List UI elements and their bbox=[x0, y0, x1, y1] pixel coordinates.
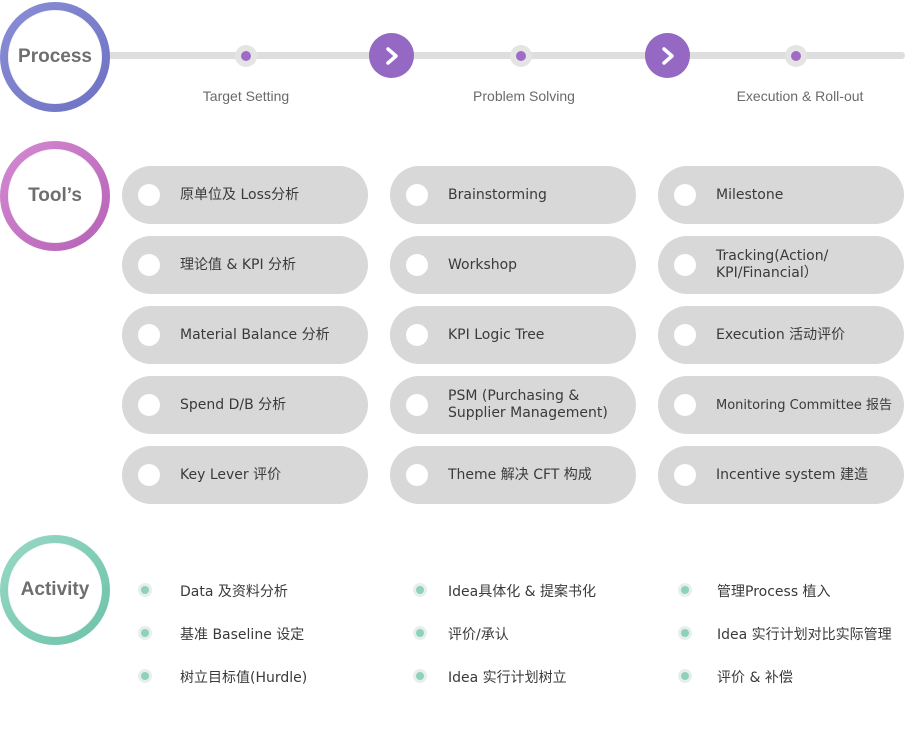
bullet-icon bbox=[678, 626, 692, 640]
activity-item: Idea 实行计划对比实际管理 bbox=[717, 627, 892, 643]
process-timeline bbox=[100, 52, 905, 59]
chevron-right-icon bbox=[385, 46, 398, 65]
tool-label: Material Balance 分析 bbox=[180, 326, 330, 343]
activity-section-title: Activity bbox=[20, 579, 90, 600]
tool-label: 原单位及 Loss分析 bbox=[180, 186, 300, 203]
process-section-title: Process bbox=[18, 46, 92, 67]
bullet-icon bbox=[138, 583, 152, 597]
tools-ring: Tool’s bbox=[0, 141, 110, 251]
bullet-icon bbox=[674, 254, 696, 276]
activity-item: 管理Process 植入 bbox=[717, 584, 831, 600]
bullet-icon bbox=[138, 464, 160, 486]
bullet-icon bbox=[674, 184, 696, 206]
stage-label-execution: Execution & Roll-out bbox=[736, 88, 864, 104]
tool-label: Brainstorming bbox=[448, 186, 547, 203]
tool-label: Incentive system 建造 bbox=[716, 466, 868, 483]
bullet-icon bbox=[674, 394, 696, 416]
tool-label: Workshop bbox=[448, 256, 518, 273]
stage-arrow-2 bbox=[645, 33, 690, 78]
tool-pill: Milestone bbox=[658, 166, 904, 224]
bullet-icon bbox=[406, 464, 428, 486]
tool-pill: Monitoring Committee 报告 bbox=[658, 376, 904, 434]
tools-section-title: Tool’s bbox=[28, 185, 82, 206]
tool-label: Milestone bbox=[716, 186, 784, 203]
bullet-icon bbox=[138, 626, 152, 640]
tool-label: KPI Logic Tree bbox=[448, 326, 545, 343]
tool-label: 理论值 & KPI 分析 bbox=[180, 256, 297, 273]
tool-label: Execution 活动评价 bbox=[716, 326, 846, 343]
stage-node-target-setting bbox=[235, 45, 257, 67]
tool-pill: 理论值 & KPI 分析 bbox=[122, 236, 368, 294]
bullet-icon bbox=[138, 669, 152, 683]
tool-pill: Execution 活动评价 bbox=[658, 306, 904, 364]
chevron-right-icon bbox=[661, 46, 674, 65]
bullet-icon bbox=[413, 583, 427, 597]
activity-item: Idea 实行计划树立 bbox=[448, 670, 567, 686]
bullet-icon bbox=[406, 254, 428, 276]
bullet-icon bbox=[674, 464, 696, 486]
tool-label: Tracking(Action/ KPI/Financial） bbox=[716, 248, 829, 281]
bullet-icon bbox=[674, 324, 696, 346]
activity-item: Idea具体化 & 提案书化 bbox=[448, 584, 597, 600]
bullet-icon bbox=[406, 394, 428, 416]
bullet-icon bbox=[138, 394, 160, 416]
activity-item: 评价/承认 bbox=[448, 627, 509, 643]
tool-pill: Brainstorming bbox=[390, 166, 636, 224]
activity-item: 评价 & 补偿 bbox=[717, 670, 793, 686]
tool-pill: Tracking(Action/ KPI/Financial） bbox=[658, 236, 904, 294]
tool-pill: Incentive system 建造 bbox=[658, 446, 904, 504]
stage-label-problem-solving: Problem Solving bbox=[473, 88, 575, 104]
tool-pill: Spend D/B 分析 bbox=[122, 376, 368, 434]
bullet-icon bbox=[678, 583, 692, 597]
tool-pill: PSM (Purchasing & Supplier Management) bbox=[390, 376, 636, 434]
stage-node-problem-solving bbox=[510, 45, 532, 67]
bullet-icon bbox=[678, 669, 692, 683]
tool-pill: Key Lever 评价 bbox=[122, 446, 368, 504]
bullet-icon bbox=[406, 324, 428, 346]
bullet-icon bbox=[413, 626, 427, 640]
tool-label: Theme 解决 CFT 构成 bbox=[448, 466, 592, 483]
tool-pill: Theme 解决 CFT 构成 bbox=[390, 446, 636, 504]
activity-item: 树立目标值(Hurdle) bbox=[180, 670, 308, 686]
activity-item: 基准 Baseline 设定 bbox=[180, 627, 305, 643]
bullet-icon bbox=[138, 254, 160, 276]
tool-pill: Workshop bbox=[390, 236, 636, 294]
stage-label-target-setting: Target Setting bbox=[202, 88, 290, 104]
tool-label: PSM (Purchasing & Supplier Management) bbox=[448, 388, 608, 421]
tool-pill: Material Balance 分析 bbox=[122, 306, 368, 364]
tool-pill: 原单位及 Loss分析 bbox=[122, 166, 368, 224]
tool-pill: KPI Logic Tree bbox=[390, 306, 636, 364]
activity-item: Data 及资料分析 bbox=[180, 584, 288, 600]
tool-label: Spend D/B 分析 bbox=[180, 396, 287, 413]
bullet-icon bbox=[138, 184, 160, 206]
activity-ring: Activity bbox=[0, 535, 110, 645]
bullet-icon bbox=[413, 669, 427, 683]
stage-node-execution bbox=[785, 45, 807, 67]
stage-arrow-1 bbox=[369, 33, 414, 78]
process-ring: Process bbox=[0, 2, 110, 112]
tool-label: Key Lever 评价 bbox=[180, 466, 282, 483]
bullet-icon bbox=[406, 184, 428, 206]
tool-label: Monitoring Committee 报告 bbox=[716, 397, 892, 413]
bullet-icon bbox=[138, 324, 160, 346]
